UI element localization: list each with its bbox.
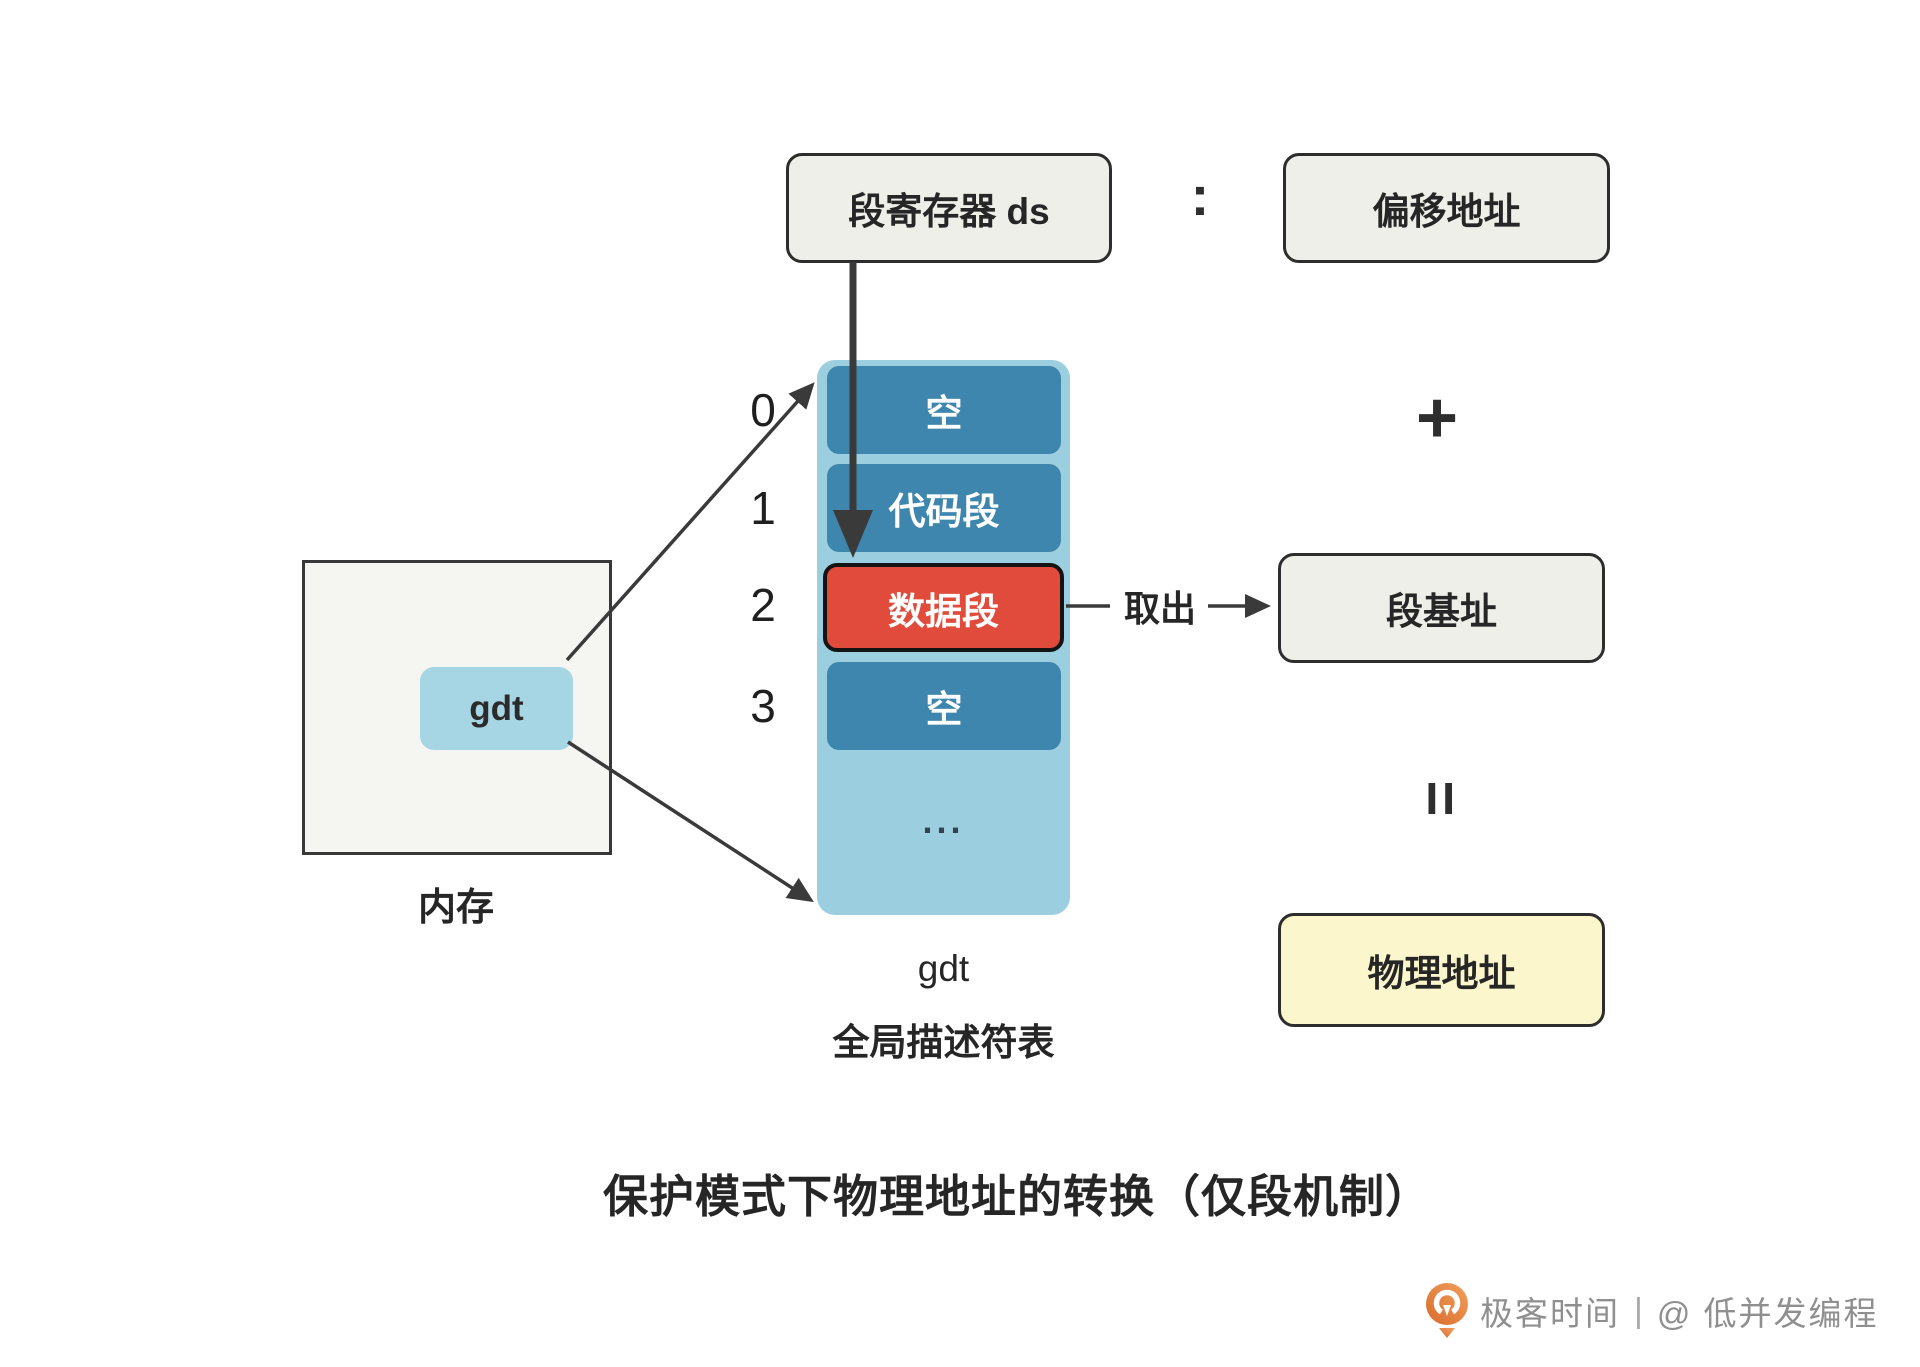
gdt-entry-empty-3: 空 <box>827 662 1061 750</box>
geektime-logo-icon <box>1426 1283 1468 1338</box>
gdt-index-3: 3 <box>750 680 776 732</box>
segment-register-label: 段寄存器 ds <box>848 191 1050 232</box>
gdt-index-2: 2 <box>750 579 776 631</box>
gdt-entry-empty-0: 空 <box>827 366 1061 454</box>
gdt-index-0: 0 <box>750 384 776 436</box>
plus-symbol: + <box>1415 378 1459 458</box>
gdt-ellipsis: ... <box>922 800 965 841</box>
gdt-entry-code-segment: 代码段 <box>827 464 1061 552</box>
gdt-tag-label: gdt <box>469 688 524 728</box>
segment-base-label: 段基址 <box>1386 591 1497 632</box>
diagram-title: 保护模式下物理地址的转换（仅段机制） <box>602 1171 1431 1222</box>
offset-address-label: 偏移地址 <box>1372 191 1521 232</box>
memory-label: 内存 <box>417 887 494 929</box>
gdt-caption-subtitle: 全局描述符表 <box>832 1022 1055 1063</box>
physical-address-label: 物理地址 <box>1367 953 1516 994</box>
offset-address-box: 偏移地址 <box>1283 153 1610 263</box>
colon-symbol: : <box>1190 163 1210 227</box>
segment-base-box: 段基址 <box>1278 553 1605 663</box>
footer-watermark: 极客时间 | @ 低并发编程 <box>1424 1282 1879 1340</box>
footer-separator: | <box>1634 1291 1643 1330</box>
equals-symbol: = <box>1405 779 1475 817</box>
footer-brand: 极客时间 <box>1480 1295 1620 1332</box>
gdt-index-1: 1 <box>750 482 776 534</box>
gdt-entry-data-segment: 数据段 <box>823 563 1064 652</box>
segment-register-box: 段寄存器 ds <box>786 153 1112 263</box>
gdt-caption-title: gdt <box>917 948 970 989</box>
footer-author: @ 低并发编程 <box>1656 1295 1879 1332</box>
fetch-label: 取出 <box>1123 588 1196 629</box>
gdt-tag: gdt <box>420 667 573 750</box>
physical-address-box: 物理地址 <box>1278 913 1605 1027</box>
